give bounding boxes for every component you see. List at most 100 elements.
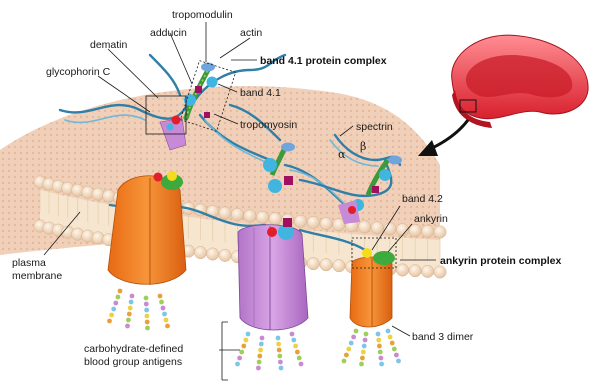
label-dematin: dematin <box>90 39 128 51</box>
lipid-head <box>307 216 319 228</box>
sugar-bead <box>276 342 281 347</box>
label-actin: actin <box>240 27 262 39</box>
sugar-bead <box>130 294 135 299</box>
sugar-bead <box>361 350 366 355</box>
lipid-head <box>269 213 281 225</box>
label-band41-complex: band 4.1 protein complex <box>260 55 387 67</box>
sugar-bead <box>144 308 149 313</box>
sugar-bead <box>277 348 282 353</box>
sugar-bead <box>351 335 356 340</box>
lipid-head <box>103 190 115 202</box>
sugar-bead <box>349 341 354 346</box>
sugar-bead <box>299 362 304 367</box>
sugar-bead <box>363 338 368 343</box>
sugar-bead <box>129 300 134 305</box>
label-spectrin: spectrin <box>356 121 393 133</box>
sugar-bead <box>244 338 249 343</box>
label-membrane: membrane <box>12 270 62 282</box>
pointer-arrow-icon <box>418 120 468 156</box>
sugar-bead <box>165 324 170 329</box>
label-ankyrin: ankyrin <box>414 213 448 225</box>
sugar-bead <box>164 318 169 323</box>
sugar-bead <box>260 336 265 341</box>
label-adducin: adducin <box>150 27 187 39</box>
label-carb-line2: blood group antigens <box>84 356 182 368</box>
lipid-head <box>219 207 231 219</box>
sugar-bead <box>145 320 150 325</box>
sugar-bead <box>161 306 166 311</box>
sugar-bead <box>394 353 399 358</box>
sugar-bead <box>125 324 130 329</box>
lipid-head <box>256 211 268 223</box>
sugar-bead <box>290 332 295 337</box>
lipid-head <box>307 258 319 270</box>
red-blood-cell-icon <box>452 35 588 128</box>
label-beta: β <box>360 140 366 153</box>
sugar-bead <box>359 362 364 367</box>
lipid-head <box>194 246 206 258</box>
sugar-bead <box>111 307 116 312</box>
sugar-bead <box>144 296 149 301</box>
sugar-bead <box>376 338 381 343</box>
sugar-bead <box>246 332 251 337</box>
lipid-head <box>294 215 306 227</box>
label-band3-dimer: band 3 dimer <box>412 331 474 343</box>
sugar-bead <box>344 353 349 358</box>
lipid-head <box>320 217 332 229</box>
sugar-bead <box>377 344 382 349</box>
sugar-bead <box>126 318 131 323</box>
sugar-bead <box>396 359 401 364</box>
label-plasma: plasma <box>12 257 46 269</box>
sugar-bead <box>257 354 262 359</box>
sugar-bead <box>113 301 118 306</box>
lipid-head <box>421 265 433 277</box>
sugar-bead <box>145 314 150 319</box>
sugar-bead <box>128 306 133 311</box>
sugar-bead <box>295 350 300 355</box>
sugar-bead <box>378 350 383 355</box>
lipid-head <box>320 259 332 271</box>
label-alpha: α <box>338 148 346 161</box>
sugar-bead <box>118 289 123 294</box>
sugar-bead <box>107 319 112 324</box>
band3-dimer-left <box>108 171 186 285</box>
lipid-head <box>219 249 231 261</box>
lipid-head <box>434 226 446 238</box>
lipid-head <box>371 222 383 234</box>
label-band41: band 4.1 <box>240 87 281 99</box>
sugar-bead <box>390 341 395 346</box>
sugar-bead <box>376 332 381 337</box>
lipid-head <box>92 188 104 200</box>
sugar-bead <box>276 336 281 341</box>
lipid-head <box>207 248 219 260</box>
sugar-bead <box>162 312 167 317</box>
sugar-bead <box>116 295 121 300</box>
sugar-bead <box>379 362 384 367</box>
sugar-bead <box>278 360 283 365</box>
sugar-bead <box>386 329 391 334</box>
glycophorin-large <box>238 218 308 330</box>
label-tropomyosin: tropomyosin <box>240 119 297 131</box>
sugar-bead <box>360 356 365 361</box>
lipid-head <box>244 210 256 222</box>
sugar-bead <box>259 342 264 347</box>
sugar-bead <box>392 347 397 352</box>
lipid-head <box>409 265 421 277</box>
lipid-head <box>396 264 408 276</box>
lipid-head <box>409 224 421 236</box>
lipid-head <box>92 232 104 244</box>
sugar-bead <box>342 359 347 364</box>
sugar-bead <box>297 356 302 361</box>
label-ankyrin-complex: ankyrin protein complex <box>440 255 562 267</box>
sugar-bead <box>158 294 163 299</box>
sugar-bead <box>144 302 149 307</box>
label-carb-line1: carbohydrate-defined <box>84 343 183 355</box>
sugar-bead <box>237 356 242 361</box>
lipid-head <box>358 221 370 233</box>
sugar-bead <box>145 326 150 331</box>
sugar-bead <box>127 312 132 317</box>
sugar-bead <box>379 356 384 361</box>
sugar-bead <box>354 329 359 334</box>
lipid-head <box>333 260 345 272</box>
